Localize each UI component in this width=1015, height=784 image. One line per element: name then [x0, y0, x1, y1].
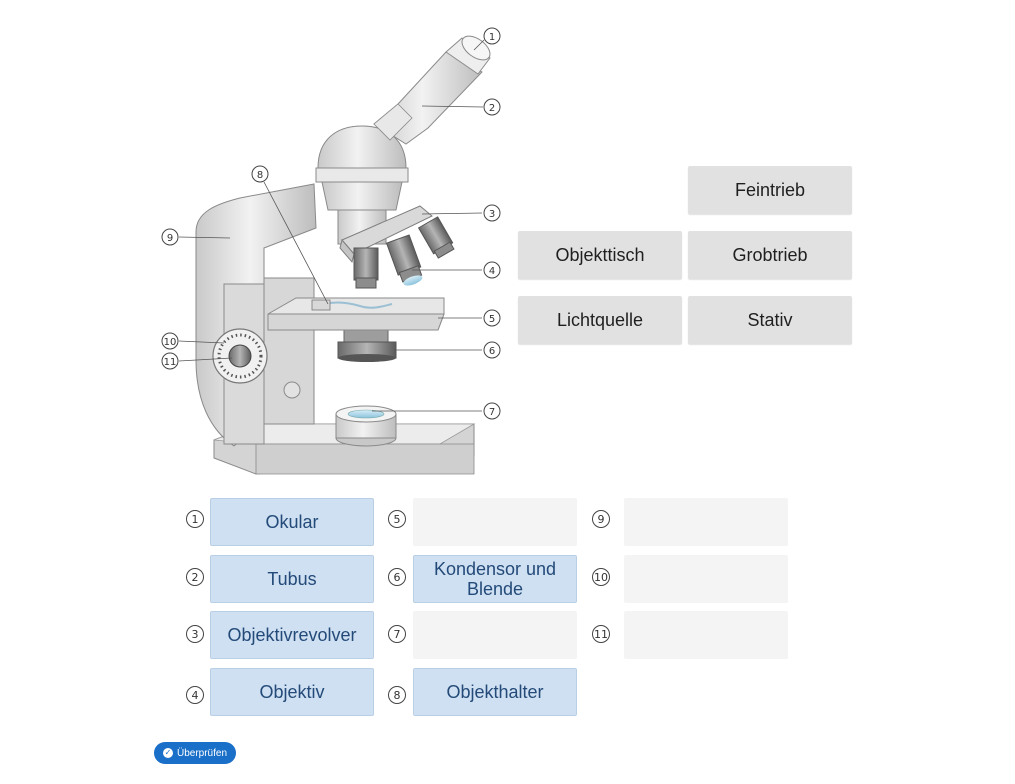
svg-text:4: 4	[489, 266, 495, 277]
leader-lines	[178, 39, 485, 412]
revolver-part	[339, 205, 433, 264]
marker-4: 4	[483, 261, 501, 279]
stage-part	[267, 297, 445, 331]
tube-part	[373, 51, 483, 145]
check-button[interactable]: ✓ Überprüfen	[154, 742, 236, 764]
marker-11: 11	[161, 352, 179, 370]
marker-5: 5	[483, 309, 501, 327]
base-part	[213, 423, 476, 475]
check-button-label: Überprüfen	[176, 747, 228, 759]
slot-number: 6	[388, 568, 406, 586]
answer-chip-lichtquelle[interactable]: Lichtquelle	[518, 296, 682, 344]
marker-2: 2	[483, 98, 501, 116]
slot-number: 10	[592, 568, 610, 586]
slot-number: 3	[186, 625, 204, 643]
svg-text:7: 7	[489, 407, 495, 418]
drop-slot-10[interactable]	[624, 555, 788, 603]
drop-slot-6[interactable]: Kondensor und Blende	[413, 555, 577, 603]
microscope-diagram: 1 2 3 4 5 6 7 8 9 10 11	[161, 27, 501, 475]
slot-number: 5	[388, 510, 406, 528]
marker-9: 9	[161, 228, 179, 246]
drop-slot-5[interactable]	[413, 498, 577, 546]
slot-number: 2	[186, 568, 204, 586]
slot-number: 1	[186, 510, 204, 528]
answer-chip-objekttisch[interactable]: Objekttisch	[518, 231, 682, 279]
drop-slot-2[interactable]: Tubus	[210, 555, 374, 603]
focus-knob-part	[212, 328, 268, 384]
marker-3: 3	[483, 204, 501, 222]
answer-chip-grobtrieb[interactable]: Grobtrieb	[688, 231, 852, 279]
marker-7: 7	[483, 402, 501, 420]
slot-number: 8	[388, 686, 406, 704]
svg-text:8: 8	[257, 170, 263, 181]
drop-slot-9[interactable]	[624, 498, 788, 546]
svg-text:5: 5	[489, 314, 495, 325]
marker-10: 10	[161, 332, 179, 350]
slot-number: 4	[186, 686, 204, 704]
marker-1: 1	[483, 27, 501, 45]
drop-slot-7[interactable]	[413, 611, 577, 659]
svg-text:6: 6	[489, 346, 495, 357]
drop-slot-11[interactable]	[624, 611, 788, 659]
marker-6: 6	[483, 341, 501, 359]
drop-slot-4[interactable]: Objektiv	[210, 668, 374, 716]
condenser-part	[337, 327, 397, 362]
answer-chip-feintrieb[interactable]: Feintrieb	[688, 166, 852, 214]
light-source-part	[335, 405, 397, 447]
slot-number: 9	[592, 510, 610, 528]
check-circle-icon: ✓	[162, 748, 173, 758]
slot-number: 7	[388, 625, 406, 643]
svg-text:11: 11	[164, 357, 177, 368]
svg-text:3: 3	[489, 209, 495, 220]
drop-slot-8[interactable]: Objekthalter	[413, 668, 577, 716]
drop-slot-1[interactable]: Okular	[210, 498, 374, 546]
slot-number: 11	[592, 625, 610, 643]
answer-chip-stativ[interactable]: Stativ	[688, 296, 852, 344]
svg-text:2: 2	[489, 103, 495, 114]
drop-slot-3[interactable]: Objektivrevolver	[210, 611, 374, 659]
svg-text:10: 10	[164, 337, 177, 348]
objective-part	[353, 216, 455, 289]
svg-text:9: 9	[167, 233, 173, 244]
marker-8: 8	[251, 165, 269, 183]
svg-text:1: 1	[489, 32, 495, 43]
